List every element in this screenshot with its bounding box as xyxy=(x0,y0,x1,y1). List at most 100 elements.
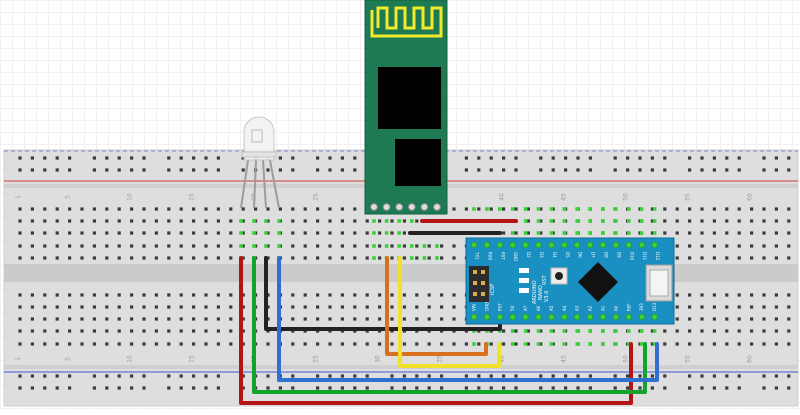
breadboard-hole[interactable] xyxy=(80,219,84,223)
breadboard-hole[interactable] xyxy=(43,231,47,235)
breadboard-hole[interactable] xyxy=(390,231,394,235)
breadboard-hole[interactable] xyxy=(328,219,332,223)
breadboard-hole[interactable] xyxy=(105,207,109,211)
bluetooth-module[interactable] xyxy=(364,0,448,215)
breadboard-hole[interactable] xyxy=(675,329,679,333)
breadboard-hole[interactable] xyxy=(712,329,716,333)
breadboard-hole[interactable] xyxy=(688,256,692,260)
breadboard-hole[interactable] xyxy=(663,342,667,346)
breadboard-hole[interactable] xyxy=(353,293,357,297)
breadboard-hole[interactable] xyxy=(774,219,778,223)
rail-hole[interactable] xyxy=(43,156,47,160)
rail-hole[interactable] xyxy=(688,374,692,378)
rail-hole[interactable] xyxy=(613,374,617,378)
breadboard-hole[interactable] xyxy=(365,293,369,297)
rail-hole[interactable] xyxy=(92,386,96,390)
rail-hole[interactable] xyxy=(291,386,295,390)
rail-hole[interactable] xyxy=(650,156,654,160)
rail-hole[interactable] xyxy=(291,374,295,378)
rail-hole[interactable] xyxy=(464,168,468,172)
breadboard-hole[interactable] xyxy=(390,317,394,321)
breadboard-hole[interactable] xyxy=(192,231,196,235)
wire-green-led[interactable] xyxy=(252,256,647,394)
rail-hole[interactable] xyxy=(514,386,518,390)
breadboard-hole[interactable] xyxy=(117,317,121,321)
breadboard-hole[interactable] xyxy=(241,317,245,321)
rail-hole[interactable] xyxy=(551,156,555,160)
rail-hole[interactable] xyxy=(700,156,704,160)
breadboard-hole[interactable] xyxy=(452,244,456,248)
breadboard-hole[interactable] xyxy=(266,231,270,235)
breadboard-hole[interactable] xyxy=(80,293,84,297)
breadboard-hole[interactable] xyxy=(526,207,530,211)
rail-hole[interactable] xyxy=(130,386,134,390)
breadboard-hole[interactable] xyxy=(216,256,220,260)
rail-hole[interactable] xyxy=(402,386,406,390)
rail-hole[interactable] xyxy=(266,168,270,172)
breadboard-hole[interactable] xyxy=(737,219,741,223)
breadboard-hole[interactable] xyxy=(390,305,394,309)
breadboard-hole[interactable] xyxy=(30,329,34,333)
rail-hole[interactable] xyxy=(291,168,295,172)
breadboard-hole[interactable] xyxy=(440,244,444,248)
breadboard-hole[interactable] xyxy=(130,317,134,321)
breadboard-hole[interactable] xyxy=(340,305,344,309)
rail-hole[interactable] xyxy=(18,168,22,172)
breadboard-hole[interactable] xyxy=(365,231,369,235)
breadboard-hole[interactable] xyxy=(378,219,382,223)
breadboard-hole[interactable] xyxy=(68,305,72,309)
breadboard-hole[interactable] xyxy=(774,244,778,248)
breadboard-hole[interactable] xyxy=(365,244,369,248)
breadboard-hole[interactable] xyxy=(402,219,406,223)
breadboard-hole[interactable] xyxy=(80,317,84,321)
breadboard-hole[interactable] xyxy=(712,342,716,346)
rail-hole[interactable] xyxy=(638,374,642,378)
rail-hole[interactable] xyxy=(68,168,72,172)
breadboard-hole[interactable] xyxy=(353,244,357,248)
breadboard-hole[interactable] xyxy=(179,219,183,223)
breadboard-hole[interactable] xyxy=(440,305,444,309)
breadboard-hole[interactable] xyxy=(750,293,754,297)
breadboard-hole[interactable] xyxy=(55,207,59,211)
breadboard-hole[interactable] xyxy=(105,305,109,309)
rail-hole[interactable] xyxy=(737,168,741,172)
breadboard-hole[interactable] xyxy=(92,207,96,211)
breadboard-hole[interactable] xyxy=(43,305,47,309)
arduino-pin-bottom[interactable] xyxy=(574,313,581,321)
rail-hole[interactable] xyxy=(68,386,72,390)
breadboard-hole[interactable] xyxy=(167,207,171,211)
rail-hole[interactable] xyxy=(688,386,692,390)
rail-hole[interactable] xyxy=(564,156,568,160)
breadboard-hole[interactable] xyxy=(130,207,134,211)
arduino-pin-bottom[interactable] xyxy=(599,313,607,321)
breadboard-hole[interactable] xyxy=(291,305,295,309)
breadboard-hole[interactable] xyxy=(204,219,208,223)
breadboard-hole[interactable] xyxy=(750,256,754,260)
breadboard-hole[interactable] xyxy=(675,256,679,260)
breadboard-hole[interactable] xyxy=(167,244,171,248)
breadboard-hole[interactable] xyxy=(167,305,171,309)
rail-hole[interactable] xyxy=(762,168,766,172)
rail-hole[interactable] xyxy=(539,374,543,378)
breadboard-hole[interactable] xyxy=(241,342,245,346)
rail-hole[interactable] xyxy=(316,374,320,378)
breadboard-hole[interactable] xyxy=(216,317,220,321)
arduino-pin-bottom[interactable] xyxy=(483,313,491,321)
breadboard-hole[interactable] xyxy=(80,305,84,309)
breadboard-hole[interactable] xyxy=(18,244,22,248)
breadboard-hole[interactable] xyxy=(502,342,506,346)
breadboard-hole[interactable] xyxy=(303,244,307,248)
wire-blue-led[interactable] xyxy=(277,256,659,382)
rail-hole[interactable] xyxy=(663,374,667,378)
breadboard-hole[interactable] xyxy=(700,244,704,248)
rail-hole[interactable] xyxy=(712,156,716,160)
breadboard-hole[interactable] xyxy=(18,256,22,260)
arduino-nano[interactable]: TX1VINRX0GNDRSTRSTGND5VD2A7D3A6D4A5D5A4D… xyxy=(465,237,675,325)
rail-hole[interactable] xyxy=(105,156,109,160)
breadboard-hole[interactable] xyxy=(30,293,34,297)
breadboard-hole[interactable] xyxy=(55,219,59,223)
breadboard-hole[interactable] xyxy=(526,231,530,235)
breadboard-hole[interactable] xyxy=(92,256,96,260)
breadboard-hole[interactable] xyxy=(750,219,754,223)
rail-hole[interactable] xyxy=(18,374,22,378)
